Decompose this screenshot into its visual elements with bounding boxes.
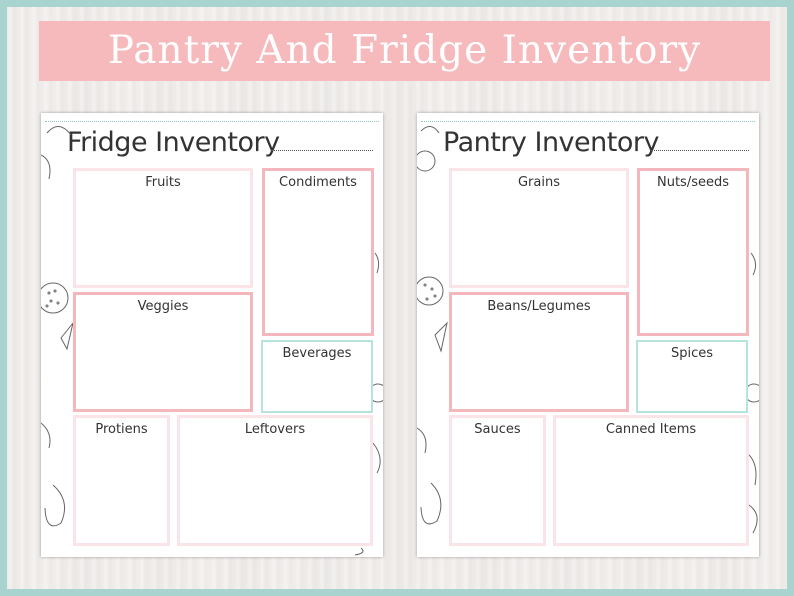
page-title: Fridge Inventory — [67, 127, 280, 158]
produce-doodle-icons — [41, 126, 383, 556]
section-box[interactable]: Condiments — [262, 168, 374, 336]
section-label: Sauces — [474, 422, 521, 437]
title-underline — [651, 150, 749, 151]
section-label: Veggies — [137, 299, 189, 314]
section-box[interactable]: Protiens — [73, 415, 170, 546]
section-label: Spices — [670, 346, 714, 361]
top-dotted-line — [421, 121, 755, 122]
top-dotted-line — [45, 121, 379, 122]
section-label: Beverages — [282, 346, 352, 361]
section-box[interactable]: Nuts/seeds — [637, 168, 749, 336]
section-label: Protiens — [95, 422, 148, 437]
section-box[interactable]: Beverages — [261, 340, 373, 413]
section-box[interactable]: Spices — [636, 340, 748, 413]
section-label: Nuts/seeds — [656, 175, 729, 190]
page-title: Pantry Inventory — [443, 127, 659, 158]
section-box[interactable]: Fruits — [73, 168, 253, 288]
section-label: Canned Items — [605, 422, 697, 437]
section-label: Beans/Legumes — [487, 299, 591, 314]
pantry-inventory-page: Pantry Inventory Grains Nuts/seeds Beans… — [417, 113, 759, 557]
section-box[interactable]: Sauces — [449, 415, 546, 546]
section-label: Grains — [517, 175, 560, 190]
title-underline — [271, 150, 373, 151]
page-banner: Pantry And Fridge Inventory — [39, 21, 770, 81]
section-box[interactable]: Veggies — [73, 292, 253, 412]
section-label: Fruits — [145, 175, 181, 190]
fridge-inventory-page: Fridge Inventory Fruits Condiments Veggi… — [41, 113, 383, 557]
section-box[interactable]: Leftovers — [177, 415, 373, 546]
section-label: Condiments — [279, 175, 357, 190]
section-box[interactable]: Canned Items — [553, 415, 749, 546]
produce-doodle-icons — [417, 126, 759, 534]
section-label: Leftovers — [244, 422, 306, 437]
section-box[interactable]: Beans/Legumes — [449, 292, 629, 412]
section-box[interactable]: Grains — [449, 168, 629, 288]
